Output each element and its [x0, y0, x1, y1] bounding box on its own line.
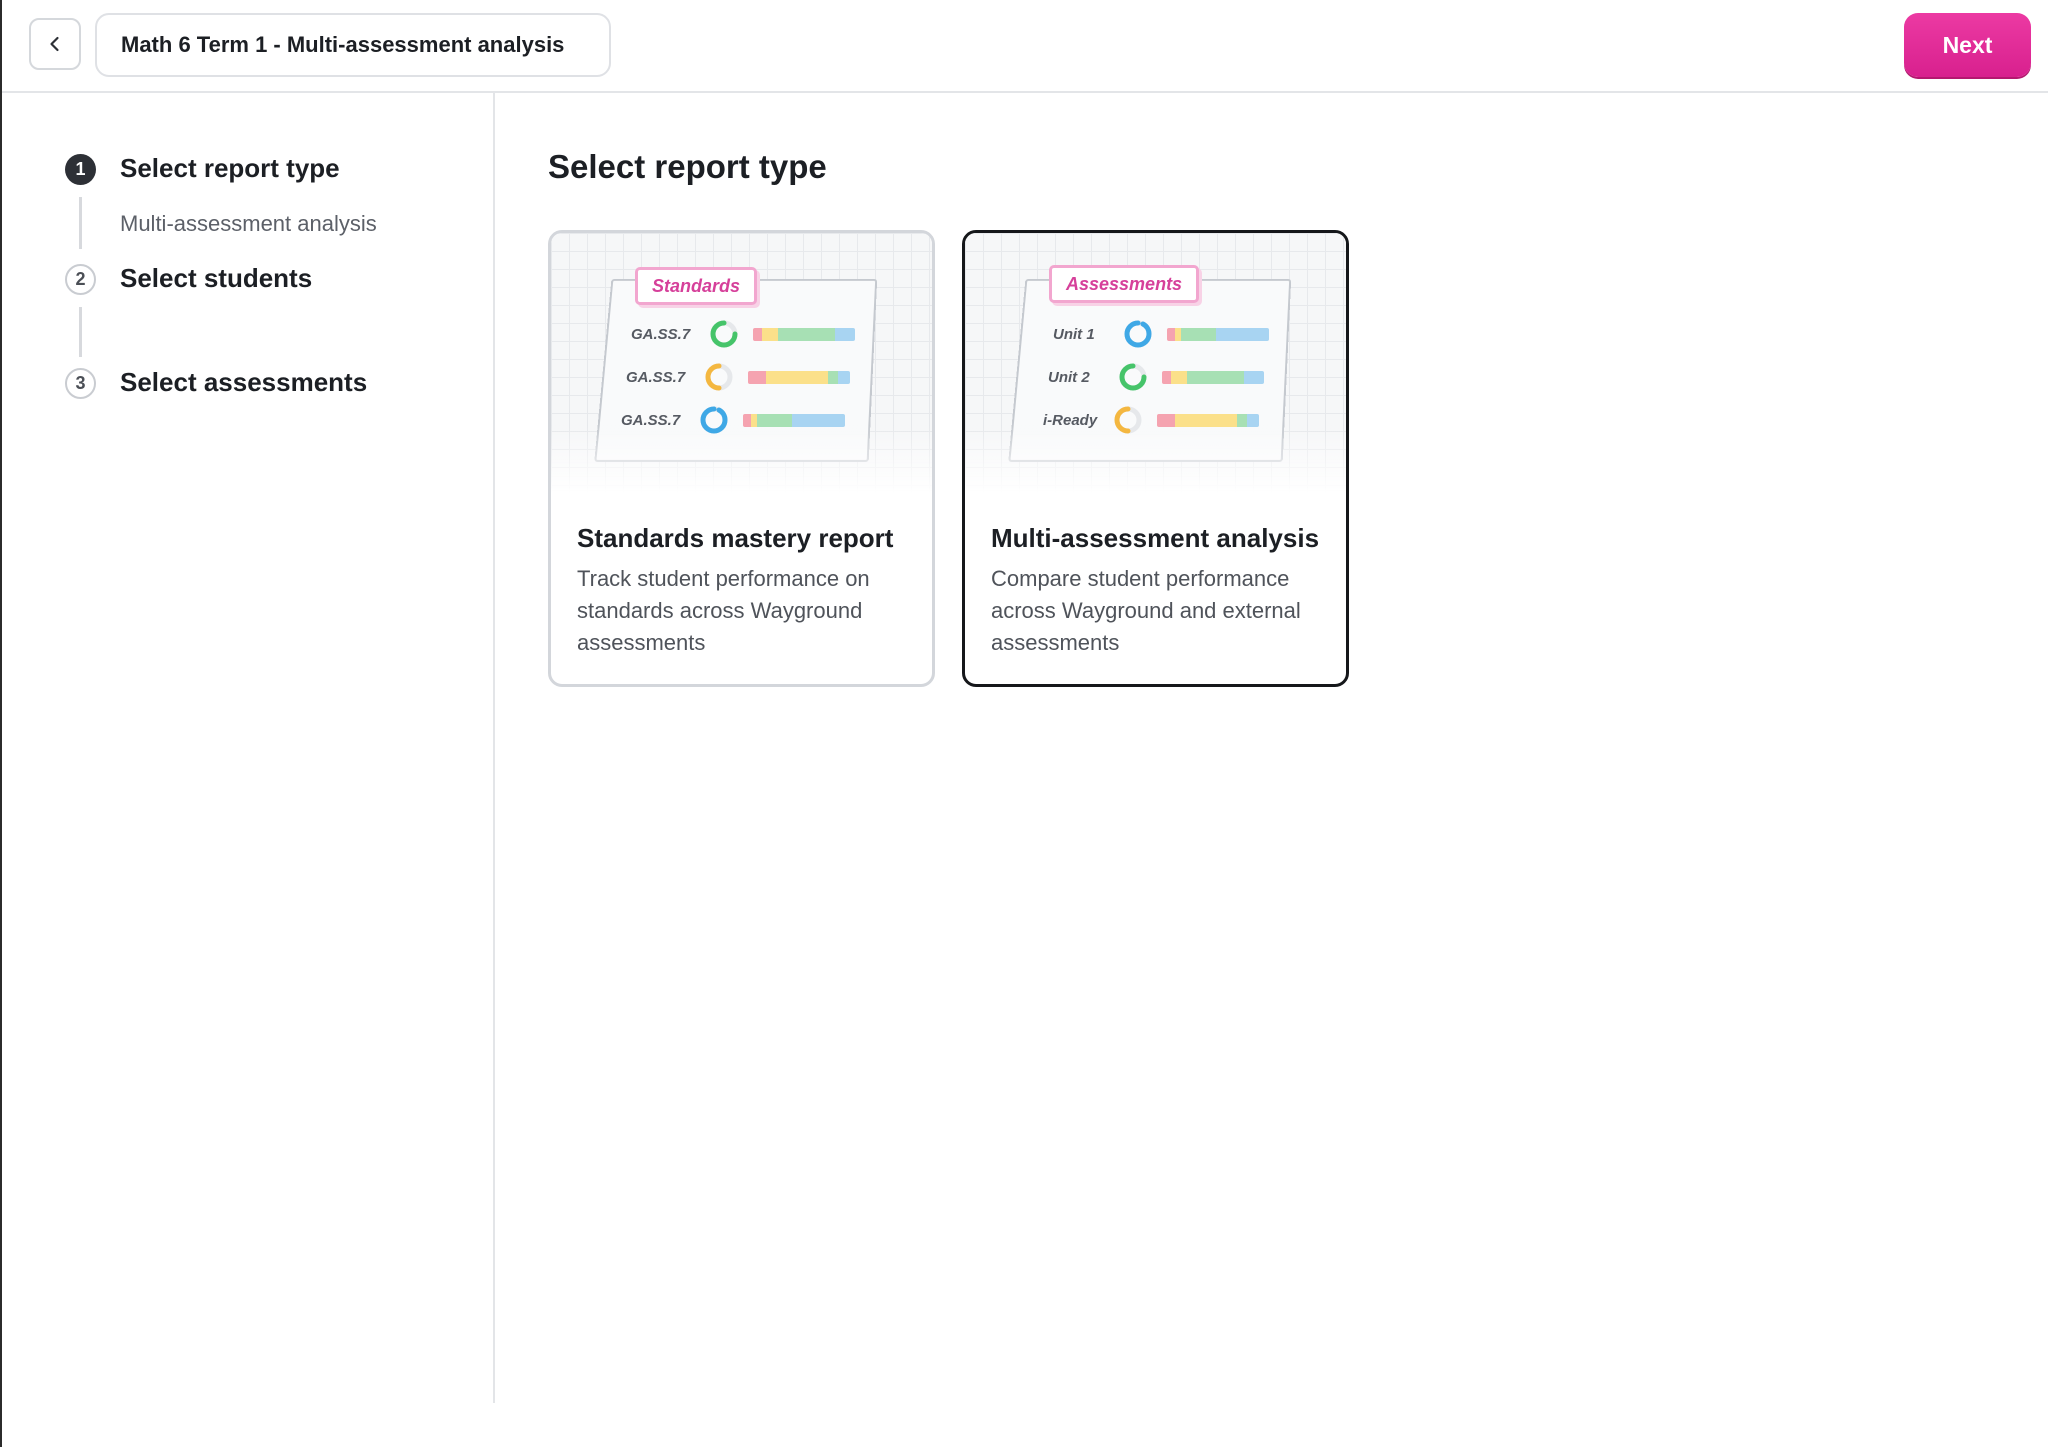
card-description: Track student performance on standards a…: [577, 566, 870, 655]
row-label: GA.SS.7: [626, 368, 686, 386]
step-connector: [79, 197, 82, 249]
card-illustration: Assessments Unit 1 Unit 2: [965, 233, 1346, 495]
report-title-field[interactable]: Math 6 Term 1 - Multi-assessment analysi…: [95, 13, 611, 77]
progress-ring-icon: [1124, 320, 1152, 348]
row-label: Unit 1: [1053, 325, 1095, 343]
progress-ring-icon: [1114, 406, 1142, 434]
chevron-left-icon: [50, 36, 59, 52]
step-1-label[interactable]: Select report type: [120, 153, 340, 183]
row-label: Unit 2: [1048, 368, 1090, 386]
progress-bar: [1167, 327, 1269, 341]
step-connector: [79, 307, 82, 357]
progress-bar: [753, 327, 855, 341]
step-2-number: 2: [65, 264, 96, 295]
progress-ring-icon: [705, 363, 733, 391]
back-button[interactable]: [29, 18, 81, 70]
page-title: Select report type: [548, 148, 827, 185]
step-1-selection: Multi-assessment analysis: [120, 211, 377, 236]
row-label: i-Ready: [1043, 411, 1098, 429]
illustration-tag: Standards: [635, 267, 758, 305]
report-title: Math 6 Term 1 - Multi-assessment analysi…: [121, 32, 565, 57]
next-button[interactable]: Next: [1904, 13, 2031, 77]
illustration-row: GA.SS.7: [621, 405, 845, 435]
progress-bar: [748, 370, 850, 384]
progress-bar: [1162, 370, 1264, 384]
progress-bar: [743, 413, 845, 427]
row-label: GA.SS.7: [621, 411, 681, 429]
illustration-row: i-Ready: [1035, 405, 1259, 435]
illustration-row: Unit 1: [1045, 319, 1269, 349]
report-type-card-standards[interactable]: Standards GA.SS.7 GA.SS.7: [548, 230, 935, 687]
illustration-row: Unit 2: [1040, 362, 1264, 392]
step-3-label[interactable]: Select assessments: [120, 367, 368, 397]
card-title: Standards mastery report: [577, 523, 894, 553]
illustration-tag: Assessments: [1049, 265, 1200, 303]
row-label: GA.SS.7: [631, 325, 691, 343]
progress-ring-icon: [710, 320, 738, 348]
progress-bar: [1157, 413, 1259, 427]
progress-ring-icon: [1119, 363, 1147, 391]
illustration-row: GA.SS.7: [626, 362, 850, 392]
report-type-card-multi-assessment[interactable]: Assessments Unit 1 Unit 2: [962, 230, 1349, 687]
step-1-number: 1: [65, 154, 96, 185]
illustration-row: GA.SS.7: [631, 319, 855, 349]
card-illustration: Standards GA.SS.7 GA.SS.7: [551, 233, 932, 495]
step-2-label[interactable]: Select students: [120, 263, 313, 293]
top-bar: Math 6 Term 1 - Multi-assessment analysi…: [2, 0, 2048, 93]
card-title: Multi-assessment analysis: [991, 523, 1320, 553]
progress-ring-icon: [700, 406, 728, 434]
step-3-number: 3: [65, 368, 96, 399]
steps-sidebar: 1 Select report type Multi-assessment an…: [2, 93, 495, 1403]
card-description: Compare student performance across Waygr…: [991, 566, 1301, 655]
